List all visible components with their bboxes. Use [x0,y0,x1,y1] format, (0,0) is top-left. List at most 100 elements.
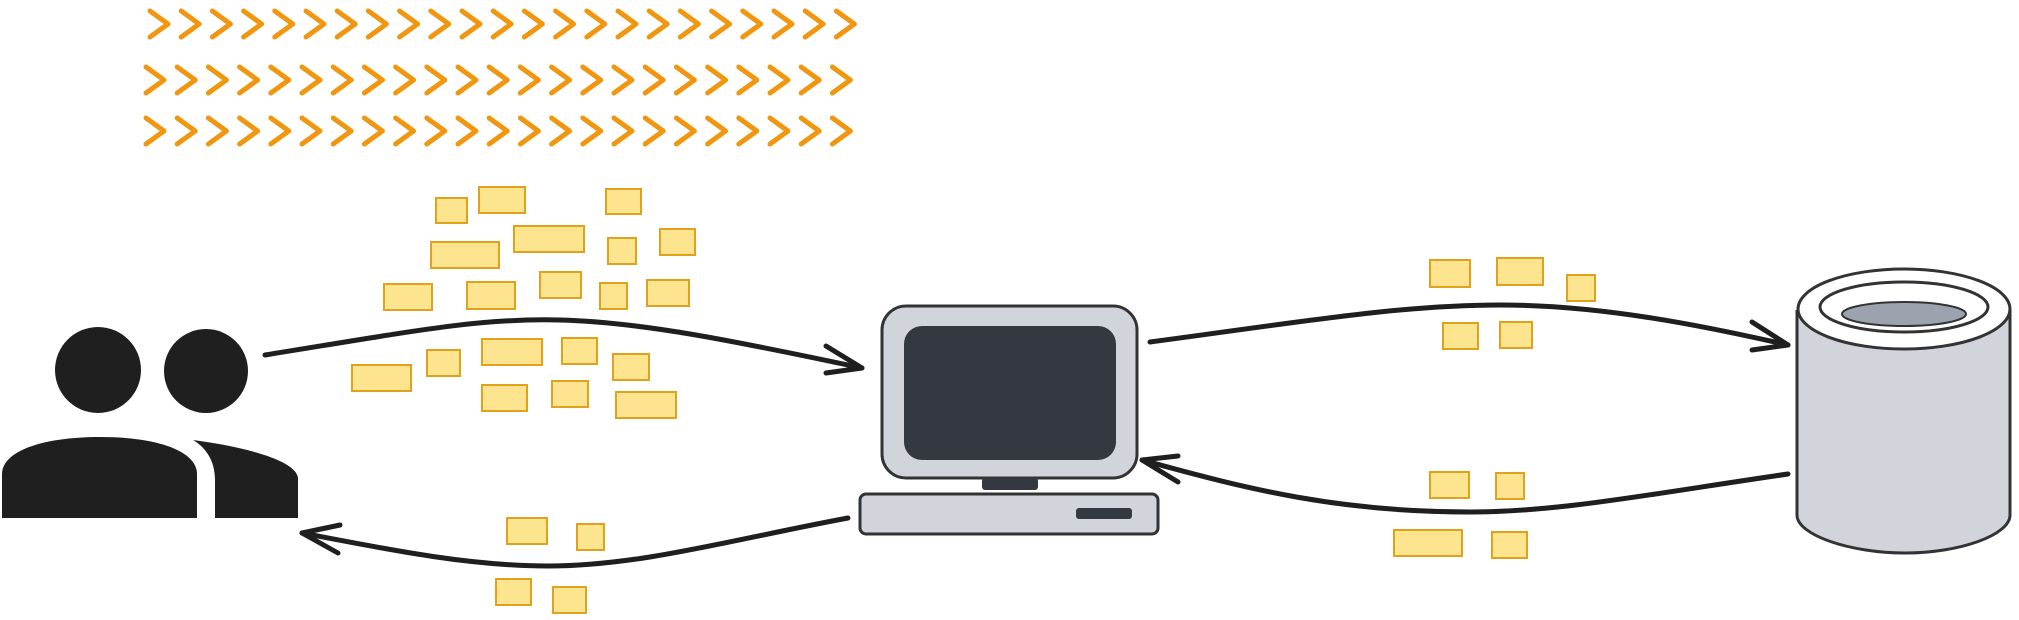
data-chunk [513,225,585,253]
chevron-right-icon [798,115,822,147]
monitor-stand [982,478,1038,490]
chevron-right-icon [677,8,701,40]
user-head [164,329,248,413]
data-chunk [551,380,589,408]
data-chunk [1566,274,1596,302]
chunk-cluster-database-to-computer [1393,471,1528,559]
arrow-head [823,343,865,376]
chevron-right-icon [486,64,510,96]
chevron-right-icon [705,64,729,96]
users-group-icon [2,327,298,518]
chevron-right-icon [272,8,296,40]
chevron-right-icon [237,115,261,147]
data-chunk [615,391,677,419]
chevron-right-icon [771,8,795,40]
chevron-right-icon [829,115,853,147]
chevron-right-icon [299,64,323,96]
arrow-users-to-computer [262,317,865,376]
data-chunk [426,349,461,377]
chevron-right-icon [615,8,639,40]
data-chunk [435,197,468,224]
chevron-right-icon [486,115,510,147]
chevron-right-icon [241,8,265,40]
chevron-right-icon [490,8,514,40]
data-chunk [1429,471,1470,499]
chevron-right-icon [299,115,323,147]
chevron-right-icon [143,115,167,147]
database-cylinder-icon [1795,267,2012,555]
chevron-right-icon [174,115,198,147]
chevron-right-icon [361,64,385,96]
chevron-right-icon [553,8,577,40]
chevron-right-icon [361,115,385,147]
chunk-cluster-computer-to-users [495,517,605,614]
data-chunk [351,364,412,392]
chevron-right-icon [330,115,354,147]
chevron-right-icon [580,64,604,96]
database-top-inner [1841,301,1967,327]
database-body [1795,310,2012,555]
chevron-right-icon [705,115,729,147]
chevron-right-icon [833,8,857,40]
data-chunk [383,283,433,311]
chevron-right-icon [459,8,483,40]
data-chunk [1499,321,1533,349]
user-head [55,327,141,413]
chevron-right-icon [611,64,635,96]
chevron-right-icon [584,8,608,40]
data-chunk [605,188,642,215]
chevron-right-icon [642,115,666,147]
chevron-right-icon [143,64,167,96]
arrow-line [1139,457,1791,515]
chevron-right-icon [268,64,292,96]
data-chunk [430,241,500,269]
chevron-right-icon [740,8,764,40]
arrow-line [262,317,865,371]
chevron-right-icon [673,115,697,147]
data-chunk [1429,259,1471,288]
chevron-right-icon [521,8,545,40]
chevron-right-icon [549,115,573,147]
data-chunk [1393,529,1463,557]
arrow-computer-to-database [1147,302,1791,353]
chevron-right-icon [455,64,479,96]
chevron-right-icon [424,115,448,147]
chevron-right-icon [642,64,666,96]
chevron-right-icon [709,8,733,40]
user-body [2,437,197,518]
data-chunk [506,517,548,545]
chevron-right-icon [268,115,292,147]
data-chunk [1442,322,1479,350]
data-chunk [1495,472,1525,500]
chevron-right-icon [209,8,233,40]
chevron-right-icon [736,115,760,147]
chevron-right-icon [580,115,604,147]
drive-slot [1076,508,1132,519]
data-chunk [612,353,650,381]
arrow-line [1147,302,1791,348]
chevron-right-icon [736,64,760,96]
keyboard-base [858,492,1160,536]
data-chunk [659,228,696,256]
chevron-right-icon [611,115,635,147]
arrow-line [299,515,851,569]
chevron-right-icon [178,8,202,40]
user-body [193,440,298,518]
chevron-right-icon [397,8,421,40]
chevron-right-icon [455,115,479,147]
chevron-right-icon [393,115,417,147]
chevron-right-icon [549,64,573,96]
database-top-ring [1818,280,1990,334]
chevron-right-icon [767,115,791,147]
chevron-right-icon [517,115,541,147]
chevron-right-icon [303,8,327,40]
chevron-right-icon [673,64,697,96]
arrow-database-to-computer [1139,453,1791,515]
data-chunk [1491,531,1528,559]
chevron-right-icon [829,64,853,96]
chevron-right-icon [205,64,229,96]
arrow-computer-to-users [299,515,851,569]
data-chunk [495,578,532,606]
chevron-right-icon [237,64,261,96]
